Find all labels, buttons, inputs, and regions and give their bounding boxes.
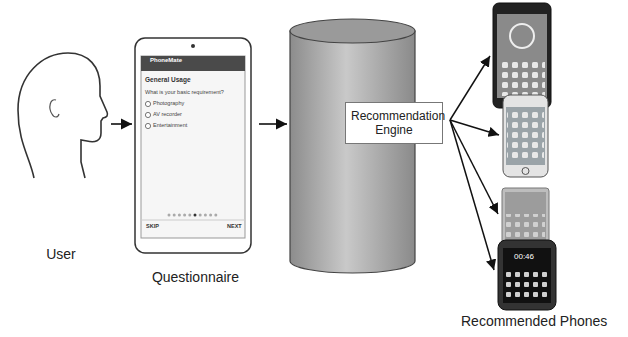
node-caption: Questionnaire (152, 269, 239, 286)
questionnaire-phone: Questionnaire (133, 36, 258, 288)
phone-2 (503, 95, 548, 177)
user-icon: User (12, 50, 110, 265)
screen-question: What is your basic requirement? (145, 89, 224, 95)
phone-4 (498, 240, 556, 310)
flow-arrow (259, 123, 287, 125)
questionnaire-phone-outline (133, 36, 258, 288)
flow-arrow (111, 123, 132, 125)
recommendation-engine-cylinder: Recommendation Engine (288, 16, 448, 278)
phone-1 (493, 3, 551, 108)
fan-arrows (450, 56, 499, 270)
option-text: AV recorder (153, 111, 182, 117)
button-text: NEXT (227, 223, 242, 229)
button-text: SKIP (146, 223, 159, 229)
app-title: PhoneMate (150, 57, 182, 64)
node-caption: User (46, 246, 76, 263)
recommendation-engine-cylinder-outline (288, 16, 448, 278)
clock-text: 00:46 (514, 252, 534, 261)
group-caption: Recommended Phones (461, 313, 607, 329)
screen-heading: General Usage (145, 76, 191, 83)
user-icon-outline (12, 50, 110, 265)
engine-name: Recommendation Engine (351, 109, 437, 138)
engine-label-box: Recommendation Engine (345, 102, 443, 144)
option-text: Photography (153, 100, 184, 106)
option-text: Entertainment (153, 122, 187, 128)
